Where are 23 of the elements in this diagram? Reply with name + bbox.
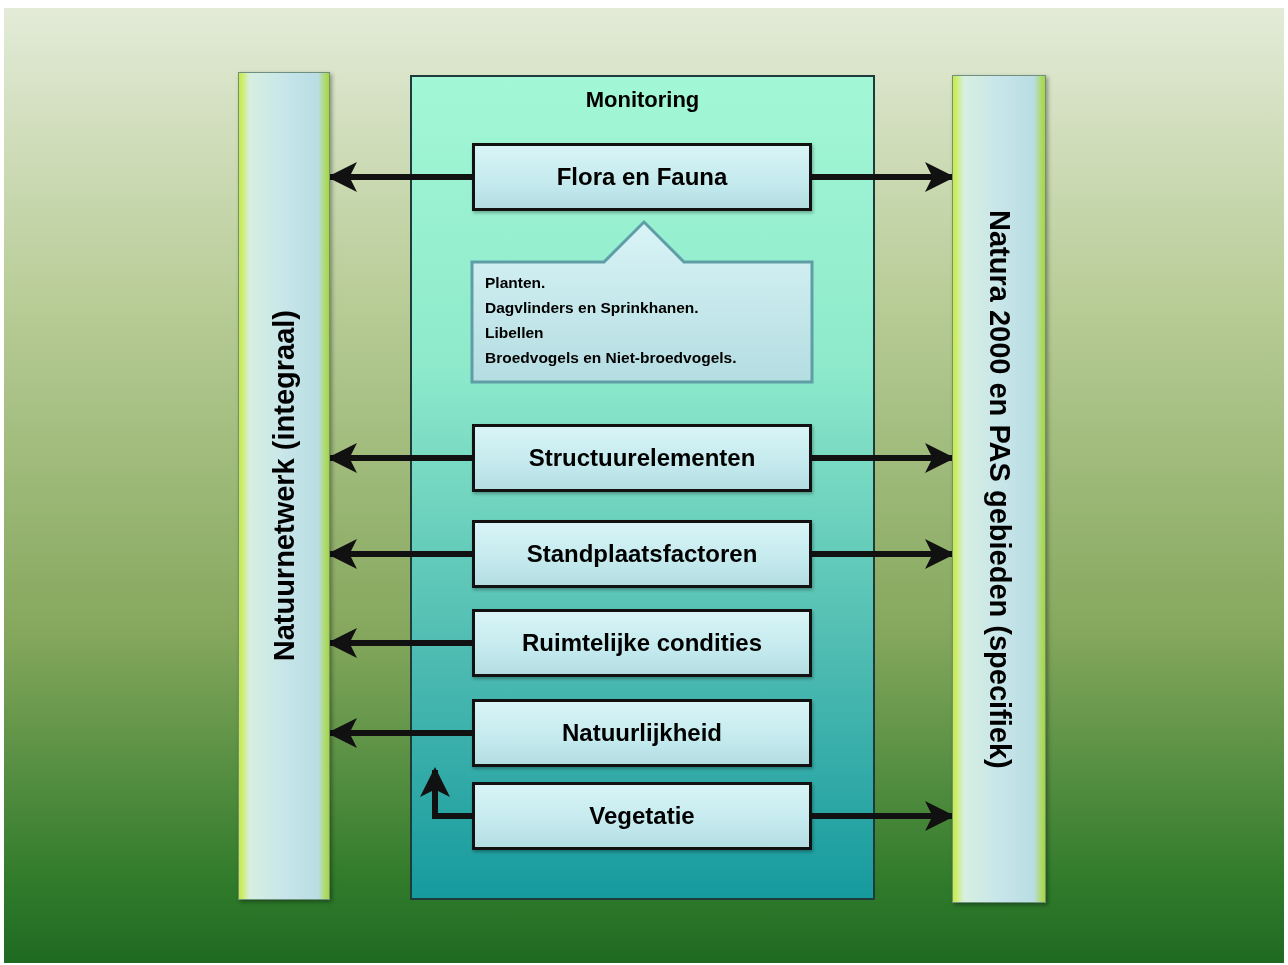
process-box [472,609,812,677]
box-label: Natuurlijkheid [562,719,722,747]
callout-text: Broedvogels en Niet-broedvogels. [485,348,738,368]
process-box [472,143,812,211]
callout-text: Libellen [485,323,545,343]
bar-label: Natura 2000 en PAS gebieden (specifiek) [982,209,1016,769]
process-box [472,520,812,588]
side-bar [952,75,1046,903]
callout-text: Planten. [485,273,547,293]
panel-title: Monitoring [585,87,700,113]
box-label: Flora en Fauna [556,163,728,191]
container-panel [410,75,875,900]
bar-label: Natuurnetwerk (integraal) [267,310,301,662]
process-box [472,699,812,767]
side-bar [238,72,330,900]
process-box [472,424,812,492]
arrow [420,767,472,819]
box-label: Ruimtelijke condities [521,629,763,657]
box-label: Vegetatie [589,802,695,830]
box-label: Standplaatsfactoren [526,540,758,568]
box-label: Structuurelementen [528,444,756,472]
callout-text: Dagvlinders en Sprinkhanen. [485,298,700,318]
process-box [472,782,812,850]
